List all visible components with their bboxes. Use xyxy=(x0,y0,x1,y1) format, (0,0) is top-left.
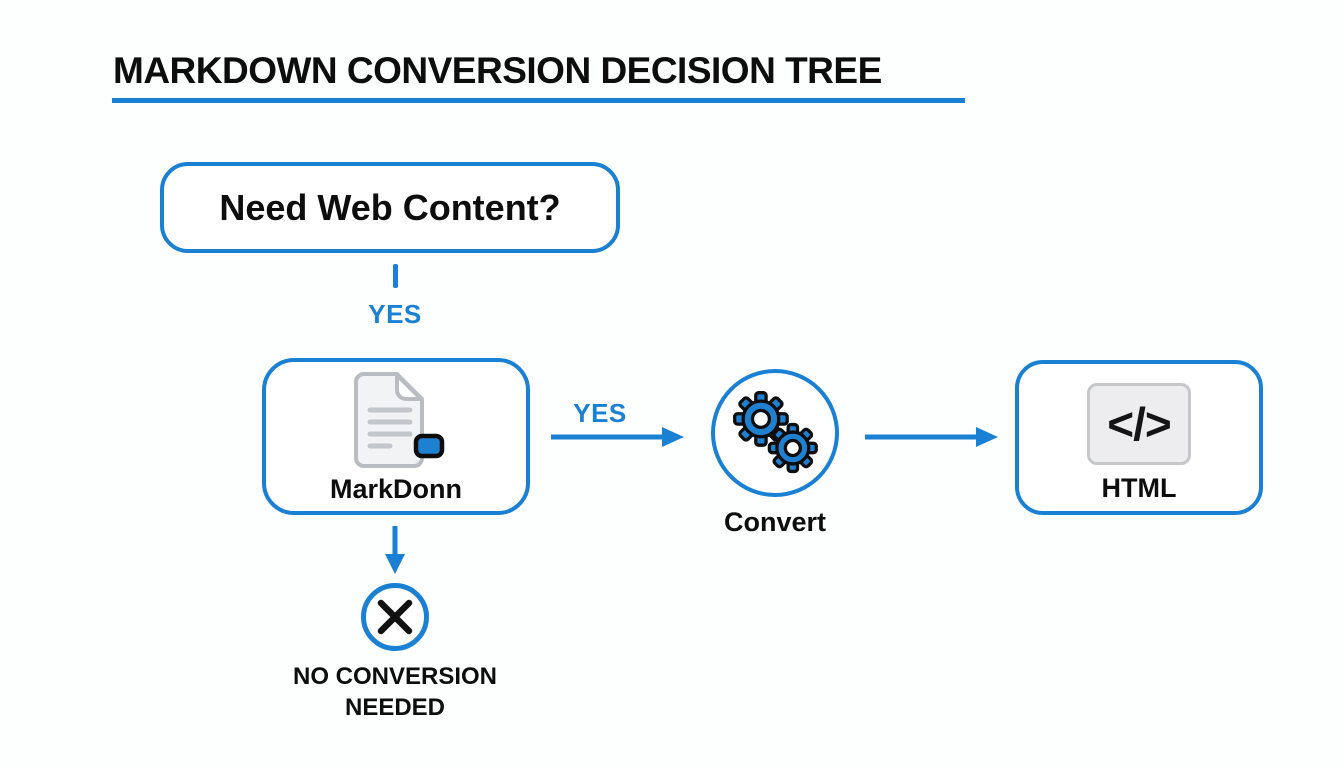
code-icon: </> xyxy=(1087,383,1191,465)
arrow-markdown-to-convert xyxy=(548,424,688,450)
arrow-convert-to-html xyxy=(862,424,1002,450)
markdown-label: MarkDonn xyxy=(329,474,462,504)
node-need-web-content: Need Web Content? xyxy=(160,162,620,253)
no-conversion-label: NO CONVERSION NEEDED xyxy=(245,661,545,723)
html-label: HTML xyxy=(1101,473,1177,503)
node-no-conversion xyxy=(361,583,429,651)
title-underline xyxy=(112,98,965,103)
x-circle-icon xyxy=(373,595,417,639)
code-glyph: </> xyxy=(1107,398,1172,450)
page-title: MARKDOWN CONVERSION DECISION TREE xyxy=(113,50,882,91)
arrow-markdown-to-no-conversion xyxy=(382,524,408,576)
convert-label: Convert xyxy=(723,507,826,537)
markdown-document-icon xyxy=(346,372,446,472)
no-conversion-label-line1: NO CONVERSION xyxy=(292,663,498,690)
node-markdown: MarkDonn xyxy=(262,358,530,515)
gears-icon xyxy=(715,373,835,493)
node-html: </> HTML xyxy=(1015,360,1263,515)
edge-label-yes-right: YES xyxy=(573,398,627,428)
connector-question-down xyxy=(393,264,398,288)
node-convert xyxy=(711,369,839,497)
edge-label-yes-down: YES xyxy=(368,299,422,329)
no-conversion-label-line2: NEEDED xyxy=(344,694,446,721)
question-label: Need Web Content? xyxy=(219,186,561,228)
